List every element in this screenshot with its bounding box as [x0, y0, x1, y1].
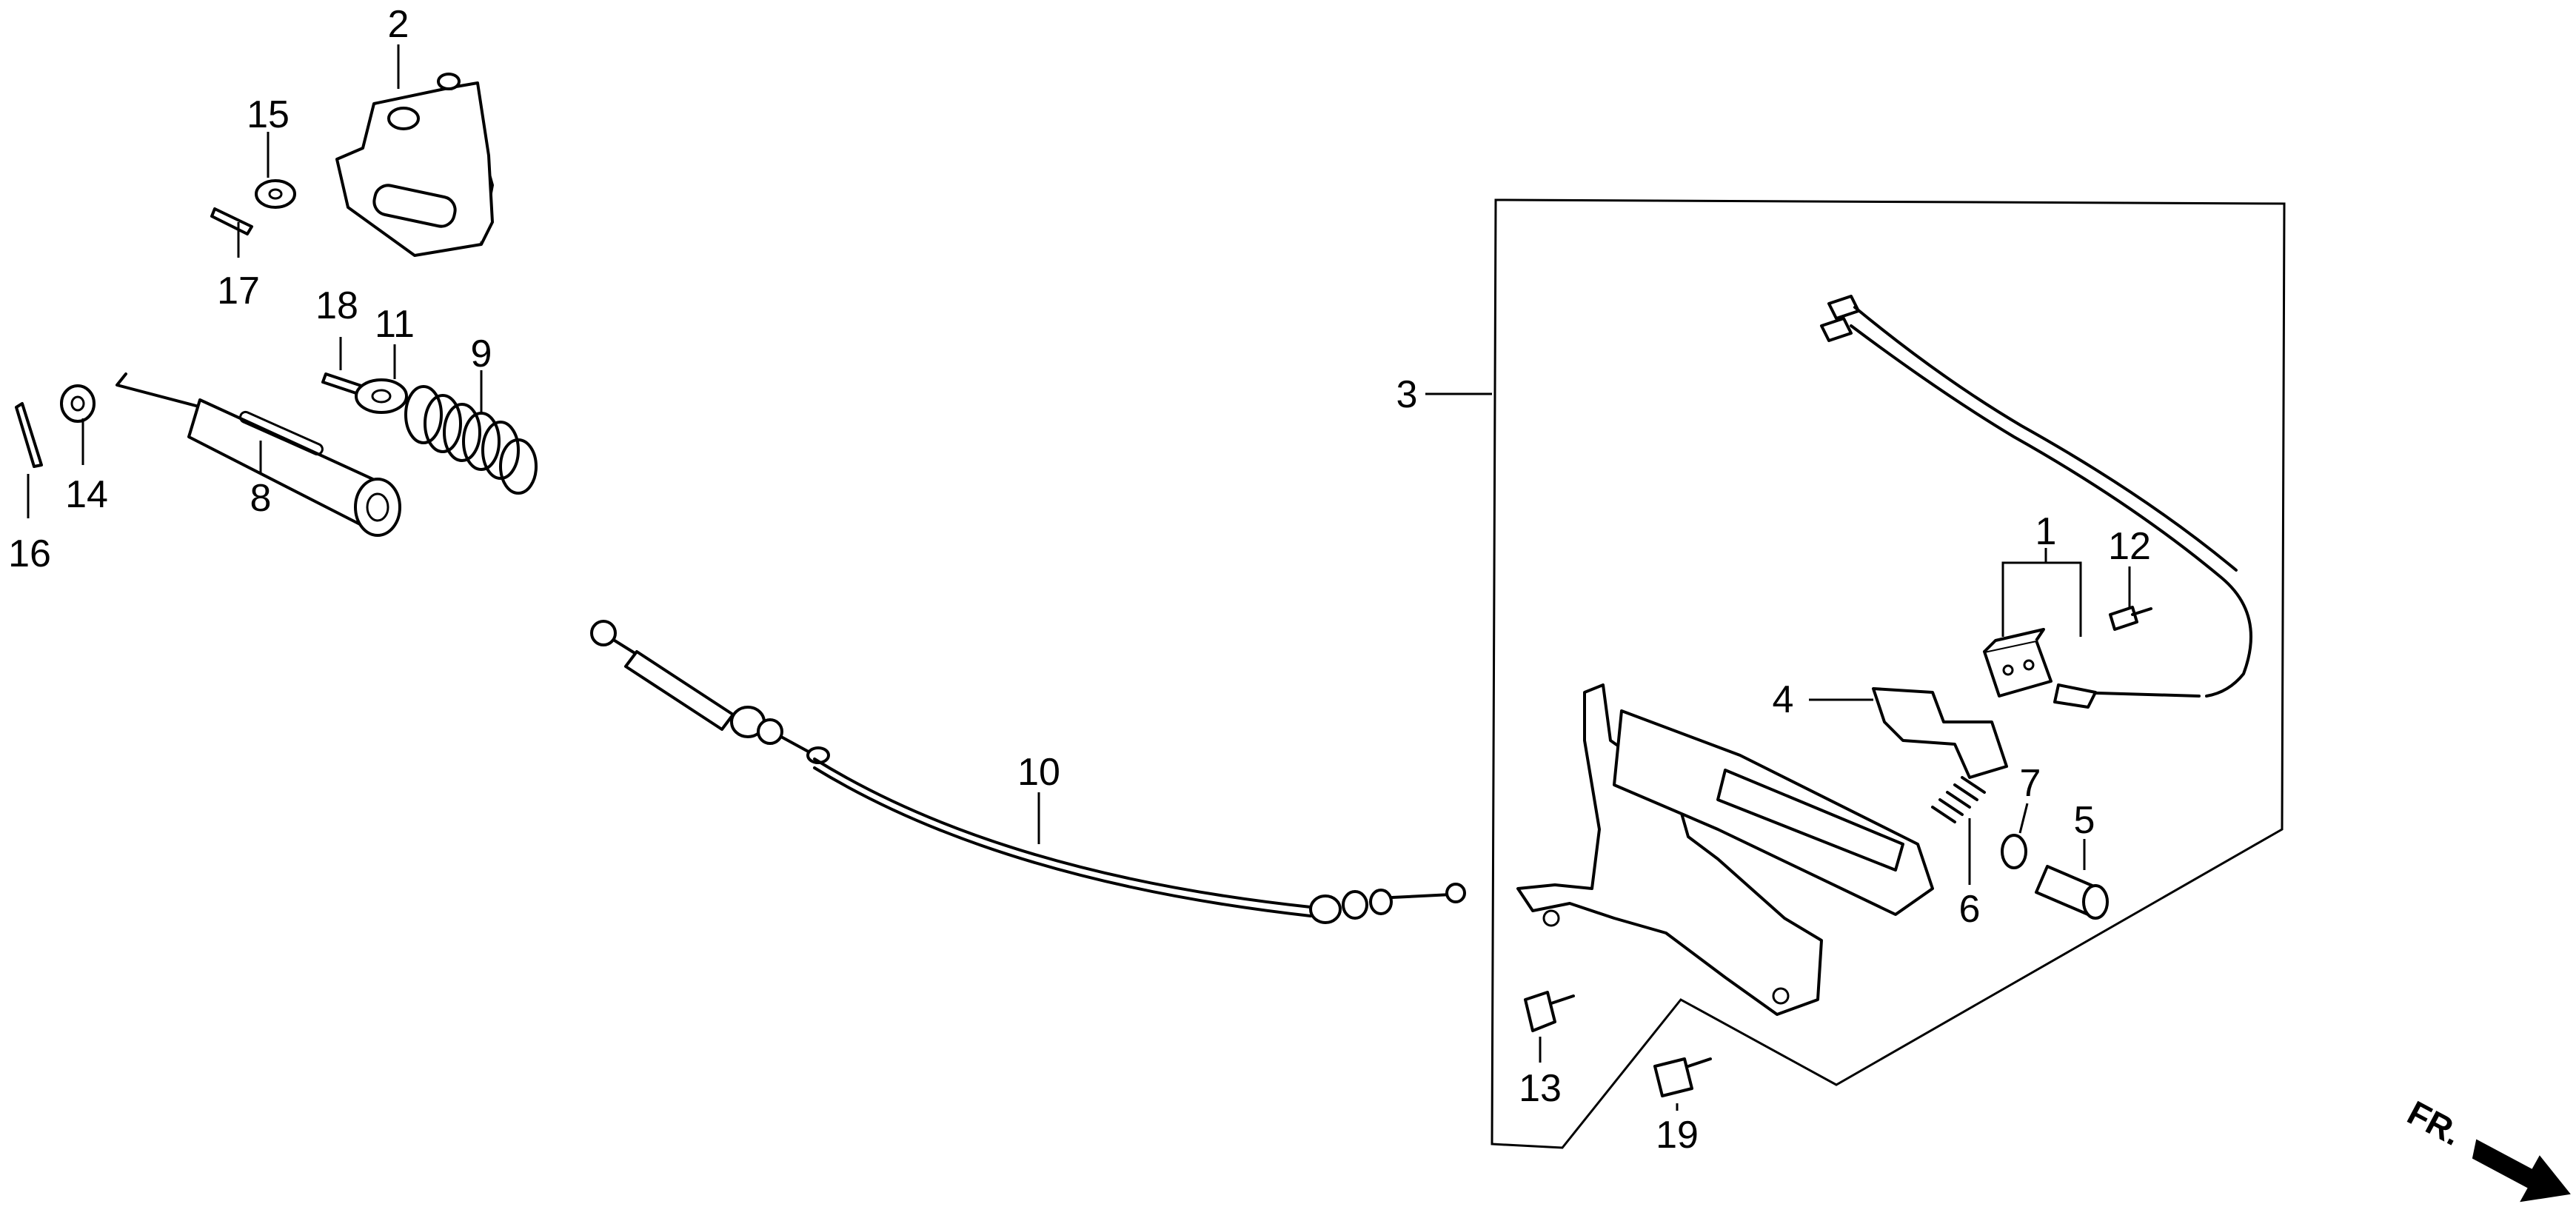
lever-bracket — [1516, 683, 1934, 1016]
part-8-shaft — [116, 372, 401, 537]
front-arrow-icon — [2472, 1139, 2571, 1203]
callout-17: 17 — [217, 270, 260, 312]
part-16-cotter — [15, 402, 43, 468]
front-label: FR. — [2401, 1093, 2468, 1153]
callout-15: 15 — [247, 93, 290, 136]
part-1-connector — [1983, 628, 2053, 698]
part-14-washer — [60, 384, 96, 423]
part-4-bracket — [1872, 687, 2008, 779]
part-2-plate — [335, 73, 494, 257]
callout-2: 2 — [388, 3, 409, 46]
callout-12: 12 — [2108, 525, 2151, 568]
part-6-spring — [1931, 776, 1986, 823]
callout-3: 3 — [1396, 373, 1418, 416]
part-19-bolt — [1653, 1057, 1712, 1097]
callout-5: 5 — [2074, 799, 2095, 842]
part-17-pin — [210, 207, 253, 235]
callout-1: 1 — [2035, 510, 2057, 553]
callout-13: 13 — [1519, 1067, 1562, 1110]
part-12-screw — [2109, 606, 2152, 631]
part-7-washer — [2001, 834, 2027, 869]
callout-8: 8 — [250, 477, 272, 520]
part-13-bolt — [1524, 991, 1575, 1032]
part-10-cable — [590, 620, 1466, 924]
callout-16: 16 — [8, 532, 51, 575]
callout-7: 7 — [2020, 762, 2041, 805]
leader-lines — [27, 44, 2131, 1111]
callout-4: 4 — [1773, 678, 1794, 721]
callout-11: 11 — [375, 303, 415, 346]
callout-10: 10 — [1017, 751, 1060, 794]
part-15-washer — [255, 179, 296, 209]
assembly-3-outline — [1491, 198, 2286, 1149]
front-direction-marker: FR. — [2401, 1093, 2571, 1203]
part-9-spring — [404, 385, 538, 495]
callout-18: 18 — [315, 284, 358, 327]
callout-19: 19 — [1656, 1114, 1699, 1157]
callout-14: 14 — [65, 473, 108, 516]
callout-6: 6 — [1959, 888, 1981, 931]
part-5-pin — [2035, 865, 2109, 920]
part-11-washer — [355, 378, 408, 414]
callout-9: 9 — [471, 332, 492, 375]
wire-harness — [1820, 295, 2252, 709]
